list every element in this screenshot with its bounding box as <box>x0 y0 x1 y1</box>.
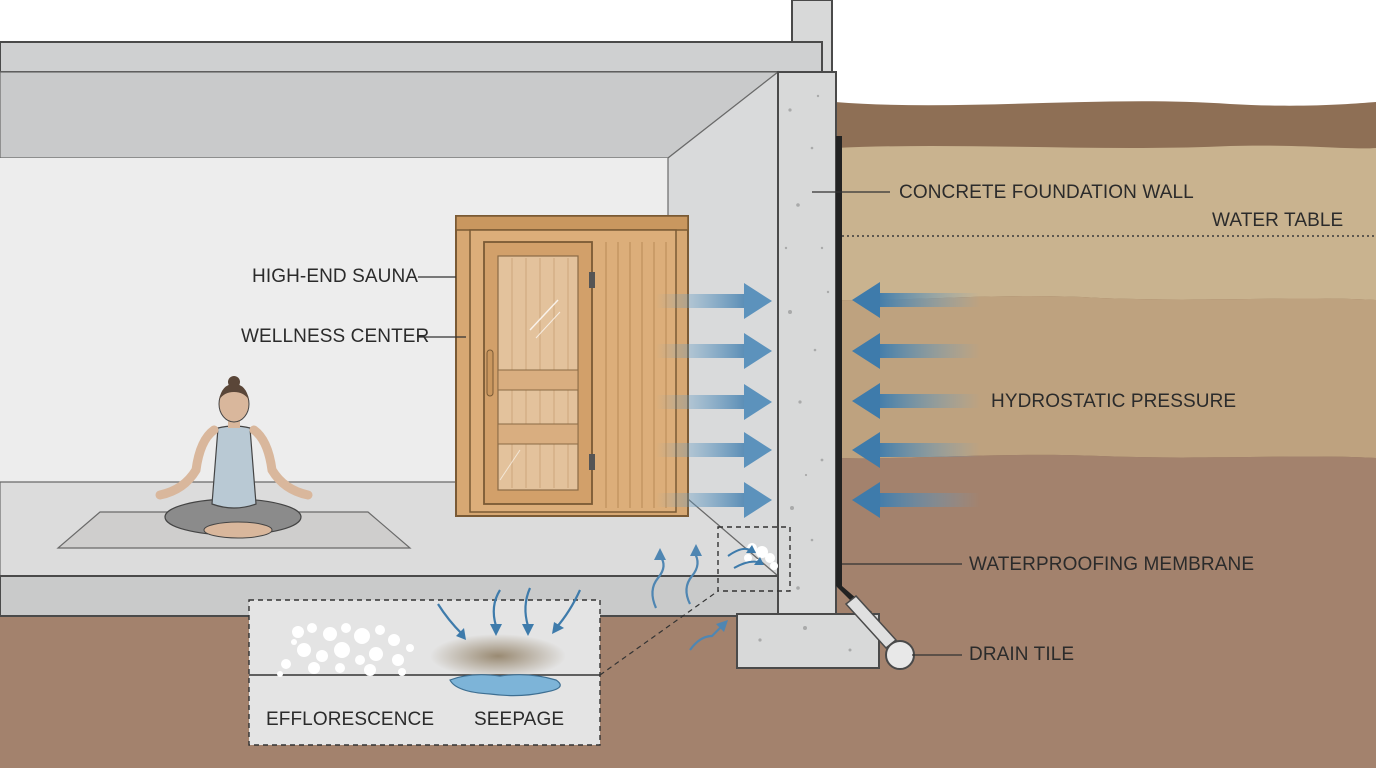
pressure-arrows-inside <box>656 283 772 518</box>
waterproofing-membrane <box>836 136 842 586</box>
moisture-arrow-icon <box>437 603 463 635</box>
leader-lines <box>418 191 962 656</box>
pressure-arrow-icon <box>656 432 772 468</box>
pressure-arrow-icon <box>852 333 980 369</box>
ceiling-slab <box>0 41 823 73</box>
soil-sand-layer <box>835 145 1376 301</box>
building <box>0 0 880 669</box>
label-seepage: SEEPAGE <box>474 709 565 730</box>
footing <box>736 613 880 669</box>
pressure-arrow-icon <box>656 482 772 518</box>
soil-mid-layer <box>835 296 1376 459</box>
meditating-person-icon <box>155 376 313 539</box>
drain-pipe-icon <box>844 594 915 670</box>
seepage-puddle <box>449 674 561 697</box>
moisture-arrow-icon <box>727 545 764 569</box>
soil-layers <box>0 101 1376 768</box>
moisture-arrow-icon <box>685 551 699 605</box>
pressure-arrow-icon <box>852 282 980 318</box>
label-hydrostatic-pressure: HYDROSTATIC PRESSURE <box>991 391 1237 412</box>
efflorescence-crystals <box>277 623 414 677</box>
label-wellness-center: WELLNESS CENTER <box>241 326 430 347</box>
room-ceiling <box>0 71 780 159</box>
pressure-arrows-outside <box>852 282 980 518</box>
sauna-icon <box>455 215 689 517</box>
soil-lower-layer <box>835 454 1376 768</box>
pressure-arrow-icon <box>852 432 980 468</box>
label-efflorescence: EFFLORESCENCE <box>266 709 435 730</box>
label-water-table: WATER TABLE <box>1212 210 1344 231</box>
label-high-end-sauna: HIGH-END SAUNA <box>252 266 419 287</box>
seepage-inset <box>248 587 719 746</box>
moisture-arrow-icon <box>492 589 501 627</box>
pressure-arrow-icon <box>656 283 772 319</box>
pressure-arrow-icon <box>852 383 980 419</box>
moisture-arrow-icon <box>651 555 665 609</box>
label-drain-tile: DRAIN TILE <box>969 644 1075 665</box>
label-waterproofing-membrane: WATERPROOFING MEMBRANE <box>969 554 1255 575</box>
moisture-arrows-rising <box>651 544 728 651</box>
label-concrete-foundation-wall: CONCRETE FOUNDATION WALL <box>899 182 1194 203</box>
pressure-arrow-icon <box>656 333 772 369</box>
moisture-arrow-icon <box>524 587 532 627</box>
pressure-arrow-icon <box>852 482 980 518</box>
corner-moisture-box <box>717 526 791 592</box>
foundation-wall <box>777 71 837 617</box>
pressure-arrow-icon <box>656 384 772 420</box>
